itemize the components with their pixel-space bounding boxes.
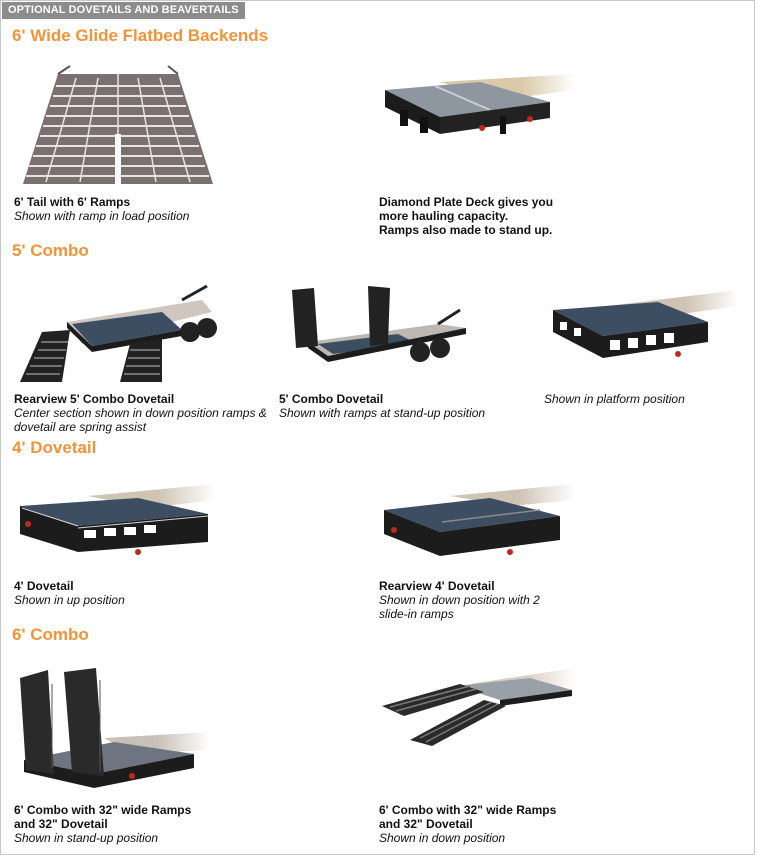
caption-line-3: Ramps also made to stand up. [379, 223, 553, 237]
caption-desc-2: slide-in ramps [379, 607, 454, 621]
image-6-combo-down [380, 666, 575, 746]
section-header: OPTIONAL DOVETAILS AND BEAVERTAILS [2, 2, 245, 19]
section-title-4-dovetail: 4' Dovetail [12, 438, 97, 457]
image-rearview-4-dovetail [380, 482, 575, 570]
caption-title: Rearview 4' Dovetail [379, 579, 495, 593]
caption-desc: Shown with ramps at stand-up position [279, 406, 486, 420]
image-6-combo-standup [14, 664, 210, 794]
caption-desc: Shown in platform position [544, 392, 685, 406]
caption-title-2: and 32" Dovetail [379, 817, 473, 831]
image-5-combo-standup [288, 284, 468, 368]
caption-desc-2: dovetail are spring assist [14, 420, 147, 434]
caption-title: Rearview 5' Combo Dovetail [14, 392, 175, 406]
caption-title: 4' Dovetail [14, 579, 74, 593]
caption-desc: Shown in stand-up position [14, 831, 159, 845]
caption-title-1: 6' Combo with 32" wide Ramps [379, 803, 557, 817]
caption-line-1: Diamond Plate Deck gives you [379, 195, 554, 209]
caption-title: 6' Tail with 6' Ramps [14, 195, 131, 209]
image-4-dovetail [18, 482, 216, 572]
image-rearview-5-combo [12, 282, 217, 386]
caption-line-2: more hauling capacity. [379, 209, 509, 223]
caption-rearview-4: Rearview 4' Dovetail Shown in down posit… [379, 579, 540, 621]
caption-title: 5' Combo Dovetail [279, 392, 384, 406]
image-tail-ramps [18, 64, 218, 189]
caption-6-combo-standup: 6' Combo with 32" wide Ramps and 32" Dov… [14, 803, 191, 845]
caption-tail-ramps: 6' Tail with 6' Ramps Shown with ramp in… [14, 195, 189, 223]
section-title-5-combo: 5' Combo [12, 241, 89, 260]
caption-6-combo-down: 6' Combo with 32" wide Ramps and 32" Dov… [379, 803, 556, 845]
caption-4-dovetail: 4' Dovetail Shown in up position [14, 579, 125, 607]
caption-5-combo: 5' Combo Dovetail Shown with ramps at st… [279, 392, 485, 420]
caption-desc-1: Center section shown in down position ra… [14, 406, 267, 420]
caption-title-1: 6' Combo with 32" wide Ramps [14, 803, 192, 817]
caption-desc: Shown in down position [379, 831, 506, 845]
image-diamond-plate-deck [380, 72, 575, 152]
caption-diamond-plate: Diamond Plate Deck gives you more haulin… [379, 195, 553, 237]
image-platform-position [548, 288, 738, 373]
section-title-wide-glide: 6' Wide Glide Flatbed Backends [12, 26, 269, 45]
caption-platform: Shown in platform position [544, 392, 685, 406]
caption-desc: Shown with ramp in load position [14, 209, 190, 223]
caption-desc: Shown in up position [14, 593, 125, 607]
caption-title-2: and 32" Dovetail [14, 817, 108, 831]
caption-desc-1: Shown in down position with 2 [379, 593, 540, 607]
section-title-6-combo: 6' Combo [12, 625, 89, 644]
caption-rearview-5: Rearview 5' Combo Dovetail Center sectio… [14, 392, 267, 434]
